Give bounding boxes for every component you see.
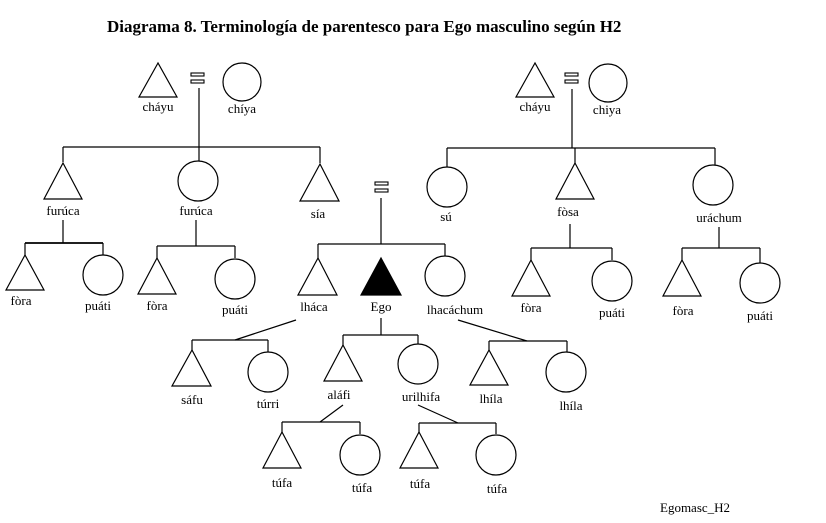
- daughter-son-label: túfa: [410, 476, 430, 491]
- maternal-grandfather-label: cháyu: [519, 99, 551, 114]
- sister-son-symbol: [468, 348, 510, 386]
- father-brother-symbol: [43, 161, 83, 200]
- cousin-female-label: puáti: [222, 302, 248, 317]
- father-brother-label: furúca: [46, 203, 79, 218]
- marriage-sign: [190, 72, 205, 77]
- cousin-female-label: puáti: [599, 305, 625, 320]
- brother-symbol: [296, 256, 338, 296]
- father-sister-symbol: [177, 160, 219, 202]
- marriage-sign: [374, 188, 389, 193]
- daughter-daughter-label: túfa: [487, 481, 507, 496]
- son-daughter-label: túfa: [352, 480, 372, 495]
- marriage-sign: [374, 181, 389, 186]
- daughter-symbol: [397, 343, 439, 385]
- marriage-sign: [564, 79, 579, 84]
- cousin-female-symbol: [82, 254, 124, 296]
- mother-sister-symbol: [692, 164, 734, 206]
- paternal-grandfather-symbol: [137, 61, 179, 98]
- marriage-sign: [190, 79, 205, 84]
- brother-son-label: sáfu: [181, 392, 203, 407]
- cousin-male-label: fòra: [673, 303, 694, 318]
- daughter-son-symbol: [399, 430, 439, 469]
- descent-line: [457, 319, 528, 342]
- maternal-grandfather-symbol: [514, 61, 556, 98]
- cousin-male-symbol: [4, 253, 46, 291]
- mother-sister-label: uráchum: [696, 210, 741, 225]
- mother-symbol: [426, 166, 468, 208]
- daughter-label: urilhifa: [402, 389, 440, 404]
- mother-brother-label: fòsa: [557, 204, 579, 219]
- ego-label: Ego: [371, 299, 392, 314]
- mother-brother-symbol: [555, 161, 595, 200]
- descent-line: [417, 404, 459, 424]
- brother-label: lháca: [300, 299, 328, 314]
- brother-daughter-symbol: [247, 351, 289, 393]
- sister-daughter-symbol: [545, 351, 587, 393]
- father-sister-label: furúca: [179, 203, 212, 218]
- sister-daughter-label: lhíla: [559, 398, 582, 413]
- paternal-grandmother-symbol: [222, 62, 262, 102]
- brother-son-symbol: [170, 348, 212, 387]
- descent-line: [319, 404, 344, 423]
- figure-code: Egomasc_H2: [660, 500, 730, 515]
- diagram-title: Diagrama 8. Terminología de parentesco p…: [107, 17, 621, 36]
- brother-daughter-label: túrri: [257, 396, 280, 411]
- father-younger-brother-label: sía: [311, 206, 326, 221]
- ego-symbol: [359, 256, 403, 296]
- cousin-male-label: fòra: [521, 300, 542, 315]
- son-daughter-symbol: [339, 434, 381, 476]
- maternal-grandmother-symbol: [588, 63, 628, 103]
- cousin-male-symbol: [662, 258, 702, 297]
- marriage-sign: [564, 72, 579, 77]
- paternal-grandmother-label: chíya: [228, 101, 256, 116]
- mother-label: sú: [440, 209, 452, 224]
- paternal-grandfather-label: cháyu: [142, 99, 174, 114]
- father-younger-brother-symbol: [298, 162, 340, 202]
- cousin-male-label: fòra: [147, 298, 168, 313]
- cousin-female-symbol: [739, 262, 781, 304]
- son-label: aláfi: [327, 387, 350, 402]
- sister-label: lhacáchum: [427, 302, 483, 317]
- descent-line: [234, 319, 297, 341]
- cousin-female-label: puáti: [85, 298, 111, 313]
- cousin-female-symbol: [214, 258, 256, 300]
- cousin-male-symbol: [511, 258, 551, 297]
- sister-son-label: lhíla: [479, 391, 502, 406]
- cousin-male-label: fòra: [11, 293, 32, 308]
- son-son-symbol: [262, 430, 302, 469]
- son-son-label: túfa: [272, 475, 292, 490]
- sister-symbol: [424, 255, 466, 297]
- daughter-daughter-symbol: [475, 434, 517, 476]
- cousin-male-symbol: [137, 256, 177, 295]
- cousin-female-symbol: [591, 260, 633, 302]
- son-symbol: [323, 343, 363, 382]
- maternal-grandmother-label: chiya: [593, 102, 621, 117]
- cousin-female-label: puáti: [747, 308, 773, 323]
